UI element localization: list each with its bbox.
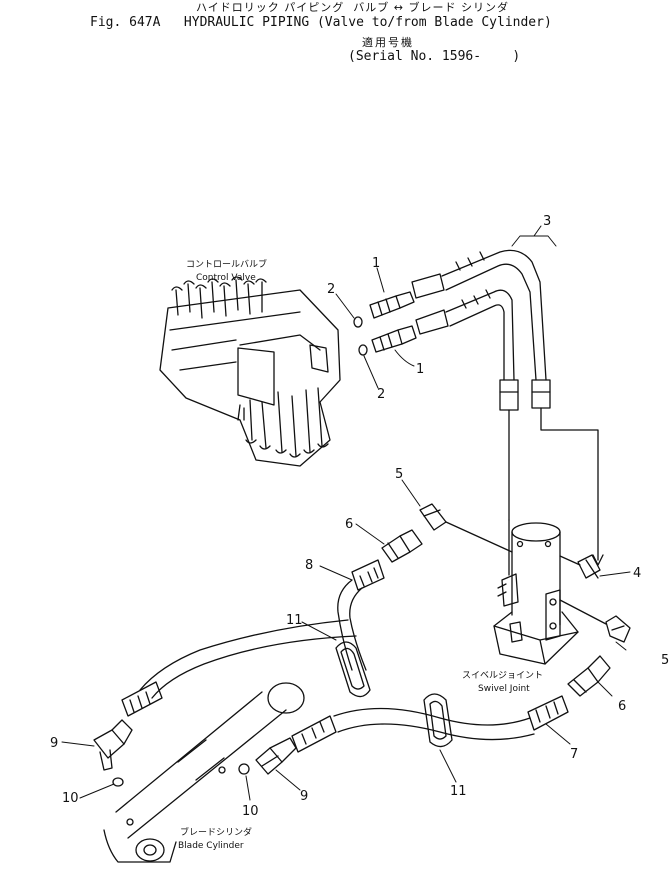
callout-8: 8	[305, 558, 313, 573]
callout-3: 3	[543, 214, 551, 229]
callout-10-left: 10	[62, 791, 79, 806]
hose-3	[411, 249, 604, 566]
swivel-joint-jp-label: スイベルジョイント	[462, 671, 543, 681]
elbow-9-left	[93, 719, 133, 771]
swivel-joint-label: Swivel Joint	[478, 684, 530, 694]
control-valve	[159, 276, 341, 467]
japanese-title: ハイドロリック パイピング バルブ ↔ ブレード シリンダ	[196, 1, 509, 14]
control-valve-jp-label: コントロールバルブ	[186, 258, 267, 270]
swivel-joint	[493, 519, 601, 665]
clamp-11-lower	[423, 693, 453, 748]
elbow-9-right	[255, 737, 297, 775]
leader-lines	[61, 225, 631, 801]
blade-cylinder-jp-label: ブレードシリンダ	[180, 826, 252, 838]
callout-6-upper: 6	[345, 517, 353, 532]
callout-2-lower: 2	[377, 387, 385, 402]
callout-5-right: 5	[661, 653, 669, 668]
callout-11-lower: 11	[450, 784, 467, 799]
blade-cylinder-label: Blade Cylinder	[178, 841, 244, 851]
o-ring-10-right	[238, 763, 250, 775]
callout-4: 4	[633, 566, 641, 581]
callout-numbers: 1 1 2 2 3 4 5 5 6 6 7 8 9 9 10 10 11 11	[50, 214, 669, 819]
connector-1-lower	[371, 325, 417, 353]
figure-title: Fig. 647A HYDRAULIC PIPING (Valve to/fro…	[90, 15, 552, 30]
hose-7	[291, 695, 569, 753]
adapter-6-right	[567, 655, 611, 697]
o-ring-2-upper	[353, 316, 363, 328]
callout-6-right: 6	[618, 699, 626, 714]
blade-cylinder	[103, 682, 305, 863]
o-ring-2-lower	[358, 344, 368, 356]
callout-2-upper: 2	[327, 282, 335, 297]
connector-1-upper	[369, 291, 415, 319]
callout-7: 7	[570, 747, 578, 762]
callout-11-upper: 11	[286, 613, 303, 628]
serial-number: (Serial No. 1596- )	[348, 49, 521, 64]
callout-1-lower: 1	[416, 362, 424, 377]
elbow-5-right	[605, 615, 631, 643]
callout-9-left: 9	[50, 736, 58, 751]
callout-1-upper: 1	[372, 256, 380, 271]
hose-8	[121, 559, 385, 717]
control-valve-label: Control Valve	[196, 273, 256, 283]
callout-10-right: 10	[242, 804, 259, 819]
o-ring-10-left	[112, 777, 124, 787]
callout-5-upper: 5	[395, 467, 403, 482]
japanese-serial-label: 適用号機	[362, 36, 414, 49]
callout-9-right: 9	[300, 789, 308, 804]
elbow-5-upper	[419, 503, 513, 553]
adapter-6-upper	[381, 529, 423, 563]
leader-5-swivel	[559, 599, 607, 625]
clamp-11-upper	[335, 641, 371, 698]
